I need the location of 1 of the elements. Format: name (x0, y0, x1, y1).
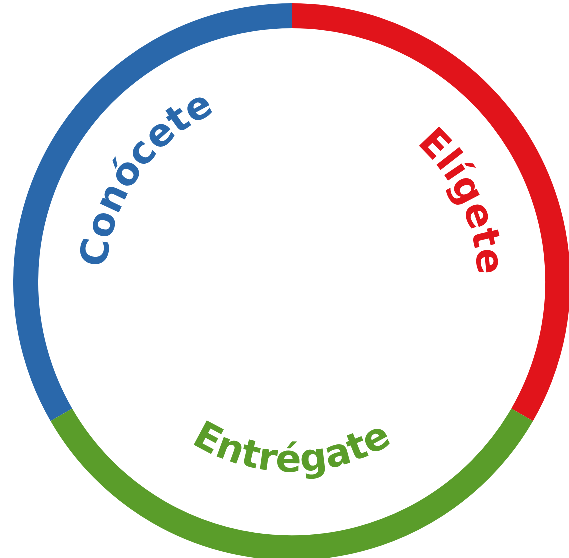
segment-label: Entrégate (186, 412, 398, 482)
